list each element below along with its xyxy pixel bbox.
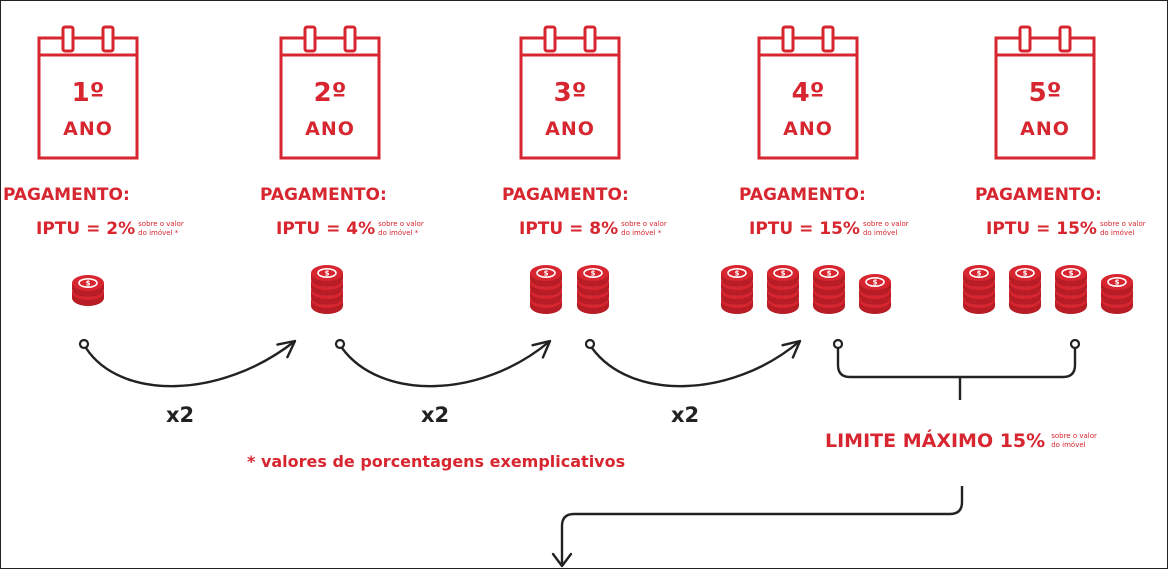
note-line: do imóvel * (378, 229, 419, 237)
coin-stack-year-5 (963, 265, 1133, 314)
coin-stack-year-3 (530, 265, 609, 314)
calendar-year-label: ANO (1020, 118, 1070, 140)
doubling-arrow-2 (334, 338, 552, 388)
iptu-rate-1: IPTU = 2% (36, 219, 136, 239)
coin-stack-year-4 (721, 265, 891, 314)
payment-title-2: PAGAMENTO: (260, 185, 387, 205)
calendar-year-label: ANO (63, 118, 113, 140)
iptu-rate-3: IPTU = 8% (519, 219, 619, 239)
calendar-year-number: 4º (792, 78, 825, 108)
note-line: sobre o valor (1099, 220, 1146, 228)
calendar-year-label: ANO (783, 118, 833, 140)
payment-title-5: PAGAMENTO: (975, 185, 1102, 205)
calendar-year-number: 5º (1029, 78, 1062, 108)
note-line: do imóvel (1051, 441, 1086, 449)
iptu-rate-2: IPTU = 4% (276, 219, 376, 239)
payment-title-3: PAGAMENTO: (502, 185, 629, 205)
note-line: do imóvel * (138, 229, 179, 237)
calendar-year-label: ANO (305, 118, 355, 140)
payment-title-4: PAGAMENTO: (739, 185, 866, 205)
coin-stack-year-2 (311, 265, 343, 314)
coin-stack-year-1 (72, 275, 104, 306)
note-line: sobre o valor (138, 220, 184, 228)
iptu-rate-4: IPTU = 15% (749, 219, 860, 239)
note-line: do imóvel (1099, 229, 1135, 237)
note-line: do imóvel (862, 229, 898, 237)
limit-bracket (832, 338, 1081, 400)
limit-text: LIMITE MÁXIMO 15% (825, 430, 1046, 452)
note-line: sobre o valor (378, 220, 424, 228)
note-line: sobre o valor (621, 220, 667, 228)
multiplier-label-3: x2 (671, 403, 700, 427)
note-line: do imóvel * (621, 229, 662, 237)
footnote: * valores de porcentagens exemplicativos (247, 452, 626, 471)
iptu-rate-5: IPTU = 15% (986, 219, 1097, 239)
note-line: sobre o valor (862, 220, 909, 228)
doubling-arrow-1 (78, 338, 297, 388)
multiplier-label-2: x2 (421, 403, 450, 427)
payment-title-1: PAGAMENTO: (3, 185, 130, 205)
down-arrow (551, 486, 964, 568)
note-line: sobre o valor (1051, 432, 1097, 440)
calendar-year-number: 1º (72, 78, 105, 108)
calendar-year-label: ANO (545, 118, 595, 140)
calendar-year-number: 2º (314, 78, 347, 108)
calendar-year-number: 3º (554, 78, 587, 108)
doubling-arrow-3 (584, 338, 802, 388)
multiplier-label-1: x2 (166, 403, 195, 427)
